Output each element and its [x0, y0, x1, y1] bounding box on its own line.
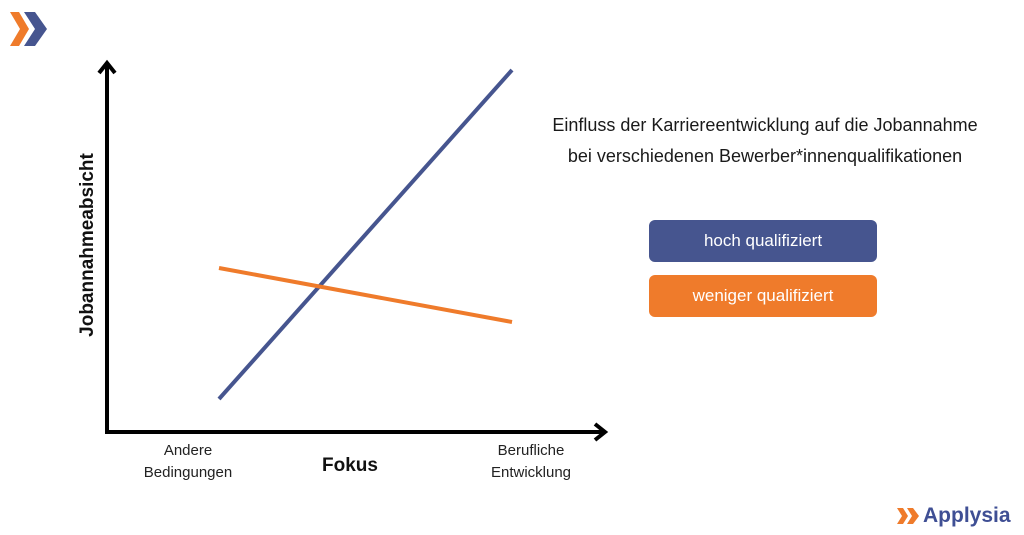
y-axis-arrow-icon: [97, 59, 117, 75]
series-line-weniger-qualifiziert: [218, 266, 513, 324]
legend-label: weniger qualifiziert: [692, 286, 834, 305]
double-chevron-icon: [897, 508, 919, 524]
series-line-hoch-qualifiziert: [217, 68, 514, 401]
x-tick-label-left: Andere Bedingungen: [143, 442, 233, 481]
brand-logo: Applysia: [897, 504, 1011, 528]
legend-item-hoch-qualifiziert: hoch qualifiziert: [649, 220, 877, 262]
x-tick-label-right: Berufliche Entwicklung: [490, 442, 572, 481]
x-axis-arrow-icon: [593, 422, 609, 442]
x-axis-label: Fokus: [322, 455, 378, 476]
chart-title: Einfluss der Karriereentwicklung auf die…: [552, 115, 978, 166]
y-axis-label: Jobannahmeabsicht: [77, 153, 98, 337]
brand-name: Applysia: [923, 504, 1011, 527]
legend-label: hoch qualifiziert: [703, 231, 823, 250]
legend-item-weniger-qualifiziert: weniger qualifiziert: [649, 275, 877, 317]
double-chevron-icon: [10, 12, 47, 46]
